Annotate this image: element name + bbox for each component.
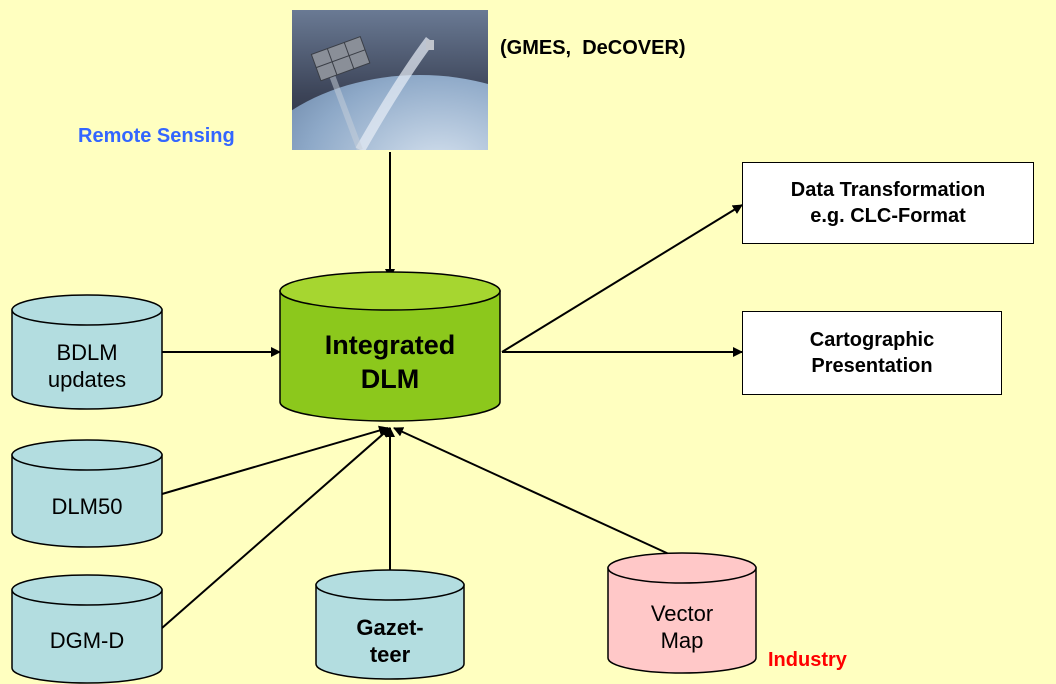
gazetteer-label: Gazet- teer (316, 604, 464, 678)
arrow-vector-to-dlm (393, 427, 683, 561)
vector-map-label: Vector Map (608, 590, 756, 664)
dlm50-label: DLM50 (12, 474, 162, 540)
bdlm-label: BDLM updates (12, 328, 162, 404)
dlm50-cylinder (11, 439, 163, 548)
bdlm-cylinder (11, 294, 163, 410)
dgm-cylinder (11, 574, 163, 684)
bdlm-line2: updates (47, 367, 127, 392)
integrated-dlm-line2: DLM (360, 364, 420, 394)
dgm-line1: DGM-D (49, 628, 125, 654)
satellite-caption: (GMES, DeCOVER) (500, 37, 686, 59)
arrow-dlm-to-transformation (501, 204, 743, 353)
vector-map-line1: Vector (650, 600, 714, 626)
vector-map-cylinder (607, 552, 757, 674)
dgm-label: DGM-D (12, 608, 162, 674)
cartographic-box: Cartographic Presentation (742, 311, 1002, 395)
arrow-dlm50-to-dlm (161, 425, 389, 495)
remote-sensing-label: Remote Sensing (78, 125, 235, 147)
industry-label: Industry (768, 649, 847, 671)
satellite-image (292, 10, 488, 150)
data-transformation-line2: e.g. CLC-Format (810, 205, 966, 227)
integrated-dlm-label: Integrated DLM (280, 318, 500, 408)
gazetteer-cylinder (315, 569, 465, 680)
integrated-dlm-cylinder (279, 271, 501, 422)
data-transformation-box: Data Transformation e.g. CLC-Format (742, 162, 1034, 244)
data-transformation-line1: Data Transformation (790, 179, 986, 201)
vector-map-line2: Map (660, 628, 704, 653)
dlm50-line1: DLM50 (51, 494, 123, 520)
gazetteer-line1: Gazet- (356, 614, 424, 640)
cartographic-line1: Cartographic (809, 329, 935, 351)
bdlm-line1: BDLM (56, 339, 118, 365)
arrow-dgm-to-dlm (161, 427, 391, 629)
integrated-dlm-line1: Integrated (324, 330, 456, 361)
gazetteer-line2: teer (369, 642, 411, 667)
cartographic-line2: Presentation (811, 355, 933, 377)
